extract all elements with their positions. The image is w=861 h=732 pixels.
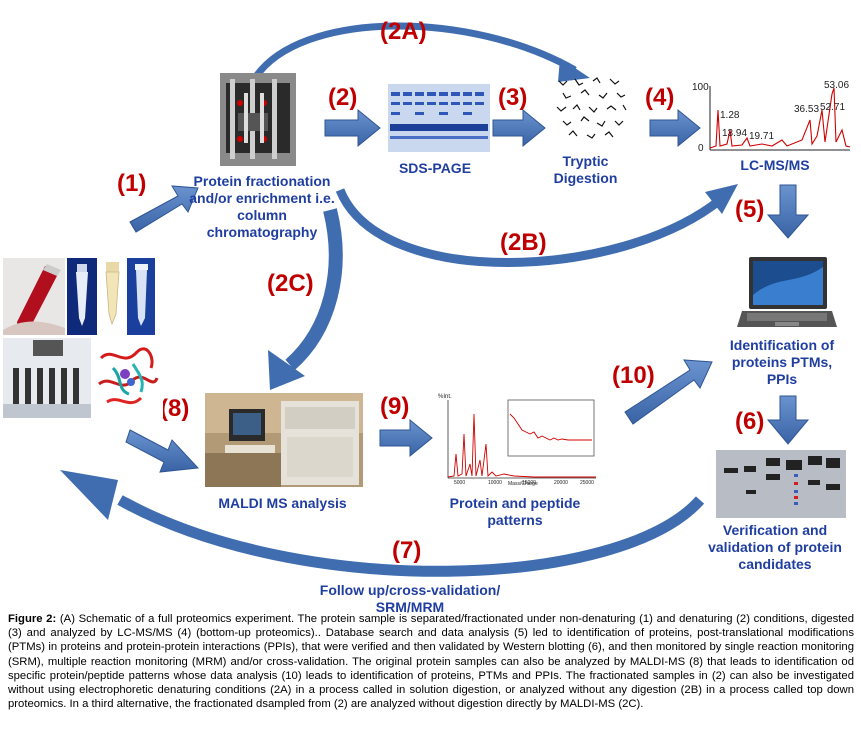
arrow-2c-head bbox=[268, 350, 305, 390]
lcms-peak-label: 1.28 bbox=[720, 110, 740, 121]
maldi-spectrum: %Int. Mass/Charge 5000 10000 15000 20000… bbox=[434, 394, 599, 489]
arrow-3 bbox=[492, 108, 546, 148]
maldi-y-label: %Int. bbox=[438, 394, 452, 400]
maldi-instrument-image bbox=[205, 393, 363, 487]
step-7: (7) bbox=[392, 537, 422, 564]
microtube-image bbox=[67, 258, 97, 335]
step-1: (1) bbox=[117, 170, 147, 197]
arrow-5 bbox=[766, 184, 810, 239]
diagram-connectors bbox=[60, 22, 810, 577]
label-lcms: LC-MS/MS bbox=[740, 157, 810, 173]
maldi-x-tick: 15000 bbox=[522, 480, 536, 486]
step-2b: (2B) bbox=[500, 229, 547, 256]
lcms-peak-label: 19.71 bbox=[749, 131, 775, 142]
sds-page-gel-image bbox=[388, 84, 490, 152]
arrow-10 bbox=[624, 359, 713, 425]
step-10: (10) bbox=[612, 362, 655, 389]
caption-text: (A) Schematic of a full proteomics exper… bbox=[8, 613, 855, 711]
arrow-4 bbox=[649, 108, 701, 148]
label-identification: Identification of proteins PTMs, PPIs bbox=[729, 337, 835, 387]
maldi-x-tick: 25000 bbox=[580, 480, 594, 486]
arrow-2b-curve bbox=[335, 188, 723, 267]
western-blot-image bbox=[716, 450, 846, 518]
arrow-6 bbox=[766, 395, 810, 445]
arrow-2 bbox=[324, 108, 381, 148]
tryptic-peptides-graphic bbox=[555, 75, 633, 145]
caption-prefix: Figure 2: bbox=[8, 613, 57, 625]
arrow-7-curve bbox=[117, 495, 705, 577]
lcms-chromatogram: 100 0 1.28 13.94 19.71 36.53 52.71 53.06 bbox=[692, 80, 852, 155]
step-2c: (2C) bbox=[267, 270, 314, 297]
sample-tube-image bbox=[127, 258, 155, 335]
lcms-peak-label: 52.71 bbox=[820, 102, 846, 113]
maldi-x-label: Mass/Charge bbox=[508, 481, 538, 487]
step-8: (8) bbox=[160, 395, 190, 422]
lcms-y-zero: 0 bbox=[698, 143, 704, 154]
arrow-2a-curve bbox=[252, 22, 577, 80]
step-3: (3) bbox=[498, 84, 528, 111]
maldi-x-tick: 20000 bbox=[554, 480, 568, 486]
maldi-x-tick: 5000 bbox=[454, 480, 466, 486]
step-5: (5) bbox=[735, 196, 765, 223]
arrow-7-head bbox=[60, 470, 118, 520]
step-9: (9) bbox=[380, 393, 410, 420]
lcms-y-max: 100 bbox=[692, 82, 709, 93]
lcms-peak-label: 53.06 bbox=[824, 80, 850, 91]
blood-tube-image bbox=[3, 258, 65, 335]
figure-caption: Figure 2: (A) Schematic of a full proteo… bbox=[8, 612, 854, 711]
column-chromatography-image bbox=[220, 73, 296, 166]
lcms-peak-label: 36.53 bbox=[794, 104, 820, 115]
eppendorf-tube-image bbox=[100, 258, 125, 335]
label-patterns: Protein and peptide patterns bbox=[449, 495, 581, 528]
label-followup: Follow up/cross-validation/ SRM/MRM bbox=[319, 582, 501, 615]
arrow-2c-curve bbox=[285, 208, 343, 371]
label-tryptic-digestion: Tryptic Digestion bbox=[553, 153, 618, 186]
maldi-x-tick: 10000 bbox=[488, 480, 502, 486]
arrow-2b-head bbox=[705, 184, 738, 214]
step-2a: (2A) bbox=[380, 18, 427, 45]
label-fractionation: Protein fractionation and/or enrichment … bbox=[189, 173, 335, 240]
step-4: (4) bbox=[645, 84, 675, 111]
arrow-2a-head bbox=[558, 58, 590, 82]
label-maldi: MALDI MS analysis bbox=[218, 495, 347, 511]
arrow-8 bbox=[125, 429, 200, 473]
step-6: (6) bbox=[735, 408, 765, 435]
lcms-peak-label: 13.94 bbox=[722, 128, 748, 139]
arrow-1 bbox=[129, 185, 199, 233]
arrow-9 bbox=[379, 418, 433, 458]
label-verification: Verification and validation of protein c… bbox=[708, 522, 842, 572]
protein-structure-image bbox=[93, 338, 163, 418]
label-sds-page: SDS-PAGE bbox=[398, 160, 472, 176]
liquid-handler-image bbox=[3, 338, 91, 418]
step-2: (2) bbox=[328, 84, 358, 111]
laptop-image bbox=[737, 255, 837, 335]
